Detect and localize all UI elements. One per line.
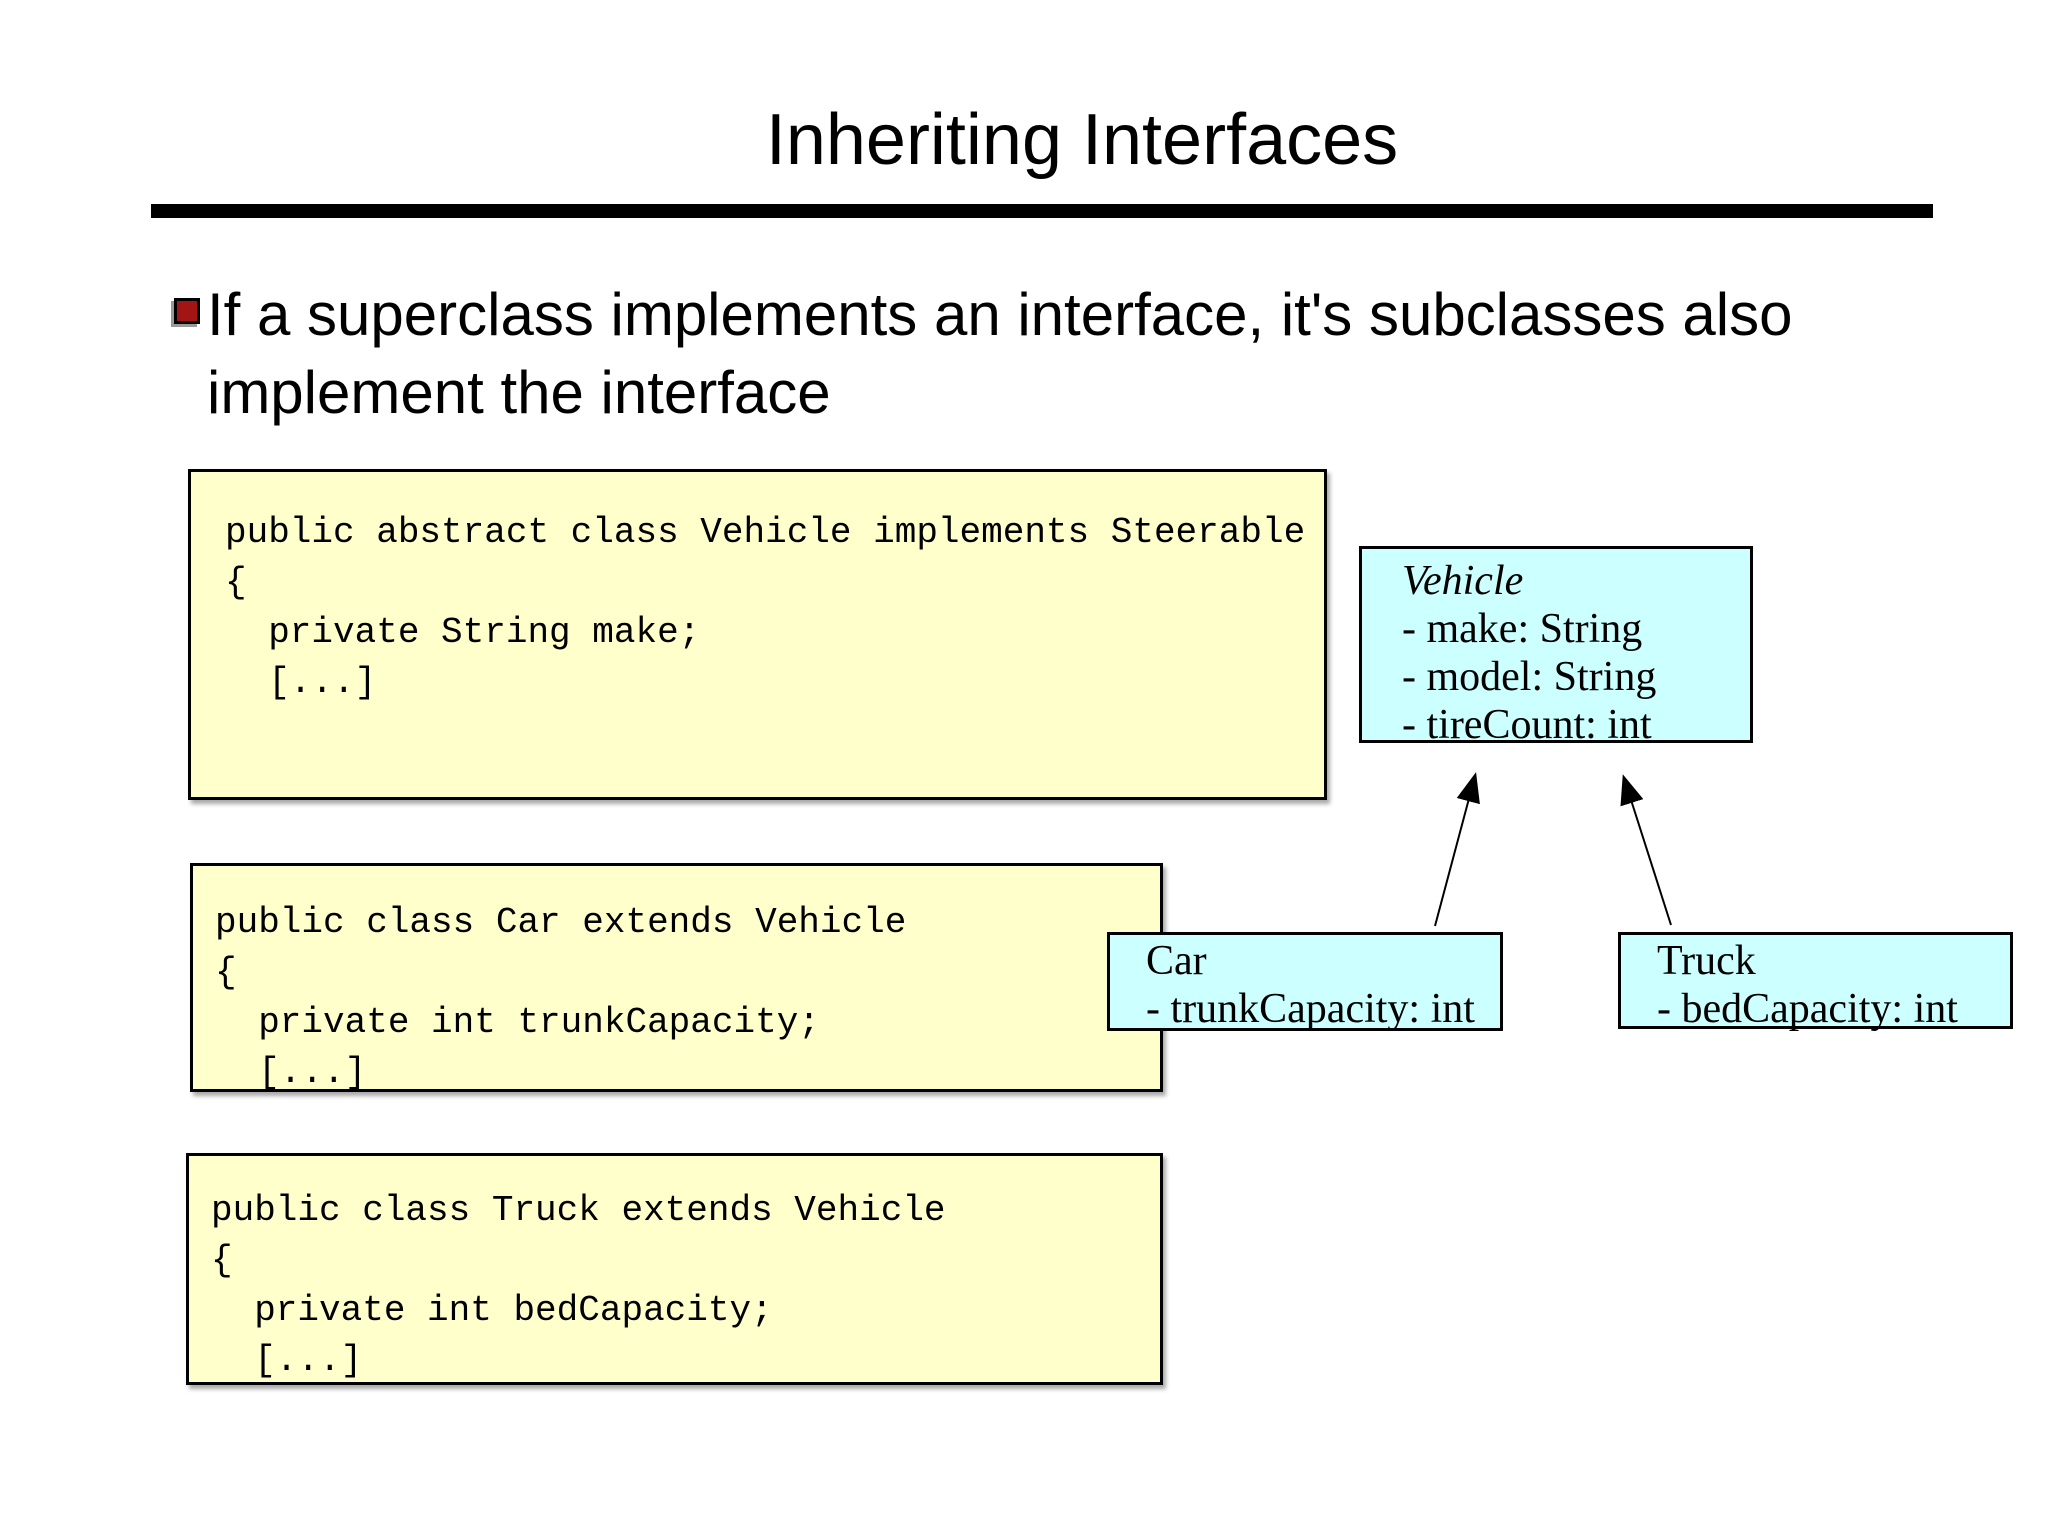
uml-class-car: Car - trunkCapacity: int xyxy=(1107,932,1503,1032)
code-line: [...] xyxy=(215,1052,367,1093)
uml-attribute: - bedCapacity: int xyxy=(1657,986,1958,1032)
bullet-text-line: If a superclass implements an interface,… xyxy=(207,281,1793,348)
uml-attribute: - trunkCapacity: int xyxy=(1146,986,1475,1032)
code-line: [...] xyxy=(225,662,377,703)
inheritance-arrow-car-to-vehicle xyxy=(1434,772,1480,927)
uml-class-truck: Truck - bedCapacity: int xyxy=(1618,932,2013,1032)
code-line: private String make; xyxy=(225,612,701,653)
code-line: private int trunkCapacity; xyxy=(215,1002,820,1043)
code-line: private int bedCapacity; xyxy=(211,1290,773,1331)
slide-title: Inheriting Interfaces xyxy=(765,100,1399,180)
code-line: public class Truck extends Vehicle xyxy=(211,1190,946,1231)
code-box-car: public class Car extends Vehicle { priva… xyxy=(190,863,1163,1093)
uml-class-name: Car xyxy=(1146,938,1207,984)
uml-class-name: Vehicle xyxy=(1402,558,1524,604)
code-line: [...] xyxy=(211,1340,363,1381)
bullet-text-line: implement the interface xyxy=(207,359,831,426)
code-line: public class Car extends Vehicle xyxy=(215,902,907,943)
title-underline xyxy=(151,204,1933,218)
code-box-truck: public class Truck extends Vehicle { pri… xyxy=(186,1153,1163,1385)
uml-attribute: - tireCount: int xyxy=(1402,702,1652,748)
uml-class-name: Truck xyxy=(1657,938,1756,984)
bullet-text: If a superclass implements an interface,… xyxy=(207,276,1793,432)
inheritance-arrow-truck-to-vehicle xyxy=(1620,774,1672,926)
code-box-vehicle: public abstract class Vehicle implements… xyxy=(188,469,1327,800)
bullet-marker-icon xyxy=(174,298,200,324)
code-line: public abstract class Vehicle implements… xyxy=(225,512,1306,553)
code-line: { xyxy=(211,1240,233,1281)
uml-class-vehicle: Vehicle - make: String - model: String -… xyxy=(1359,546,1753,748)
code-line: { xyxy=(225,562,247,603)
uml-attribute: - model: String xyxy=(1402,654,1657,700)
uml-attribute: - make: String xyxy=(1402,606,1643,652)
code-line: { xyxy=(215,952,237,993)
